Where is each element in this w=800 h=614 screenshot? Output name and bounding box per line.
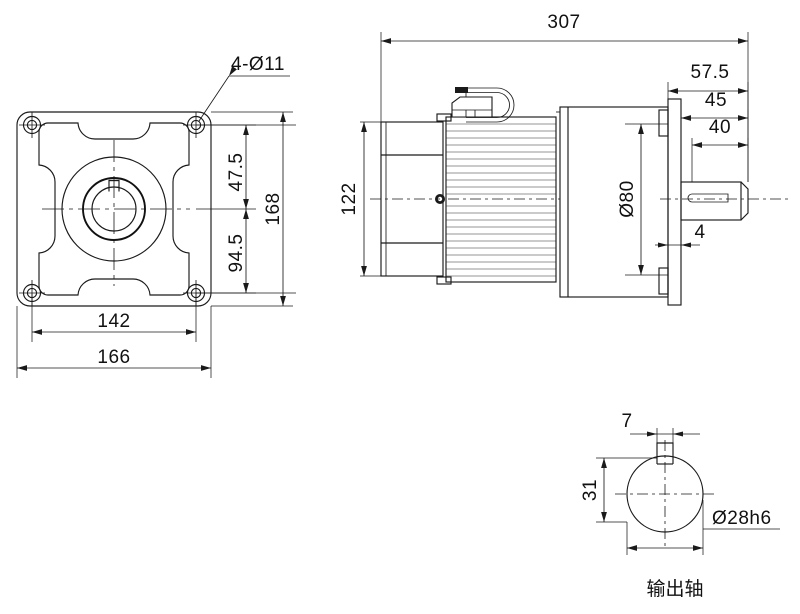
dim-45-text: 45: [705, 90, 727, 111]
output-flange: [667, 98, 682, 306]
fan-cover-body: [380, 121, 444, 277]
dim-40: 40: [691, 117, 749, 182]
output-shaft-keyway: [687, 193, 729, 203]
dim-307-text: 307: [547, 12, 580, 33]
terminal-box: [451, 96, 493, 118]
dim-7-text: 7: [621, 411, 632, 432]
flange-recess-top: [658, 109, 669, 137]
flange-recess-bottom: [658, 267, 669, 295]
motor-housing: [445, 116, 557, 283]
front-view: 4-Ø11 47.5 94.5 168: [16, 54, 296, 378]
power-cable-outer: [465, 87, 515, 123]
gearbox-body: [559, 106, 669, 298]
dim-168-text: 168: [263, 192, 284, 225]
side-view: 307 57.5 45 40: [339, 12, 790, 306]
dim-31-text: 31: [580, 479, 601, 501]
dim-hole-callout: 4-Ø11: [198, 54, 290, 122]
dim-122: 122: [339, 121, 381, 277]
dim-45: 45: [680, 90, 749, 182]
dim-307: 307: [380, 12, 749, 182]
dim-122-text: 122: [339, 182, 360, 215]
dim-d28h6-text: Ø28h6: [712, 508, 772, 529]
fan-cover-tab-bottom: [436, 276, 452, 285]
dim-31: 31: [580, 457, 657, 523]
dim-d28h6: Ø28h6: [626, 500, 780, 555]
dim-hole-callout-text: 4-Ø11: [231, 54, 285, 75]
dim-7: 7: [621, 411, 700, 443]
dim-142-text: 142: [97, 311, 130, 332]
dim-94-5: 94.5: [196, 209, 256, 294]
dim-57-5-text: 57.5: [691, 62, 730, 83]
dim-142: 142: [31, 293, 197, 342]
dim-47-5: 47.5: [196, 124, 256, 210]
dim-47-5-text: 47.5: [226, 153, 247, 192]
output-shaft-chamfer: [740, 181, 749, 221]
dim-57-5: 57.5: [667, 62, 749, 182]
dim-94-5-text: 94.5: [226, 234, 247, 273]
power-cable-inner: [466, 92, 510, 118]
dim-40-text: 40: [709, 117, 731, 138]
front-inner-flange-body: [38, 122, 190, 296]
dim-166-text: 166: [97, 347, 130, 368]
shaft-section-view: 7 31 Ø28h6 输出轴: [580, 411, 780, 600]
dim-4: 4: [655, 220, 705, 297]
shaft-view-label: 输出轴: [646, 578, 703, 600]
dim-d80: Ø80: [617, 123, 668, 276]
dim-166: 166: [16, 306, 212, 378]
dim-d80-text: Ø80: [617, 180, 638, 217]
cable-end-connector: [455, 87, 468, 93]
dim-168: 168: [211, 111, 293, 307]
motor-cooling-fins: [446, 123, 556, 277]
output-shaft: [680, 181, 742, 221]
dim-4-text: 4: [694, 222, 705, 243]
